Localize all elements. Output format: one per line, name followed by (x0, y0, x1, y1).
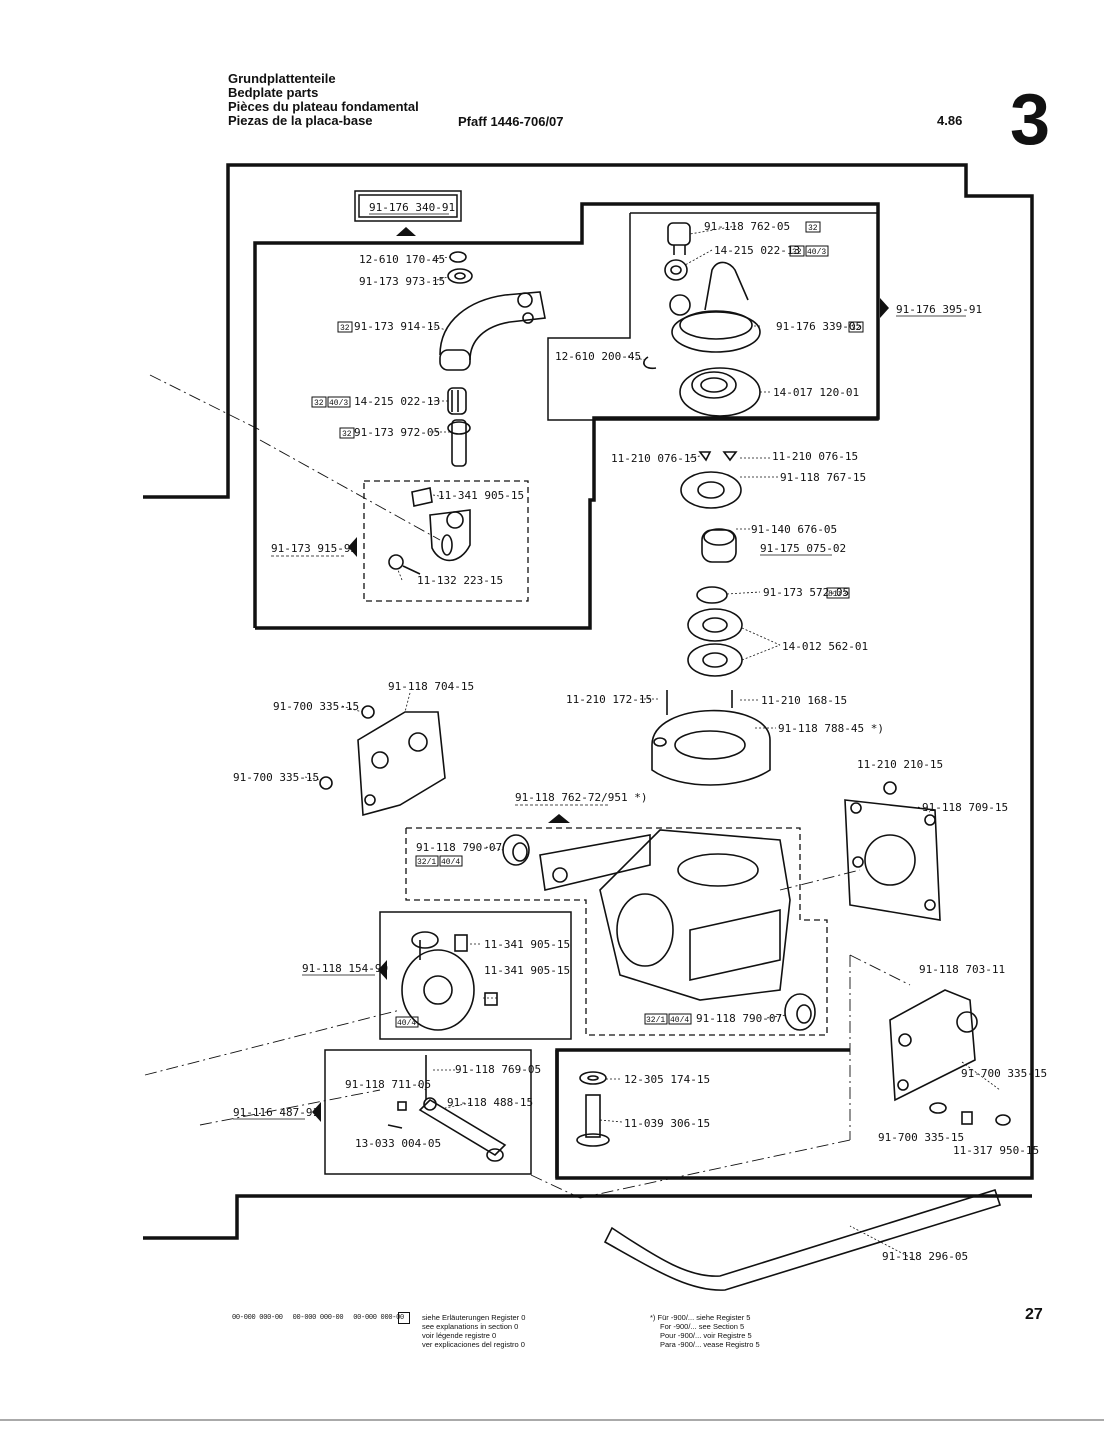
part-label: 91-118 762-72/951 *) (515, 791, 647, 804)
title-fr: Pièces du plateau fondamental (228, 99, 419, 114)
part-label: 91-118 704-15 (388, 680, 474, 693)
part-label: 12-305 174-15 (624, 1073, 710, 1086)
part-label: 11-341 905-15 (484, 938, 570, 951)
badge: 32 (792, 248, 802, 257)
part-label: 91-118 709-15 (922, 801, 1008, 814)
part-label: 14-215 022-13 (714, 244, 800, 257)
badge: 32 (314, 399, 324, 408)
part-label: 14-017 120-01 (773, 386, 859, 399)
part-label: 91-700 335-15 (878, 1131, 964, 1144)
badge: 40/4 (397, 1019, 416, 1028)
part-label: 91-118 790-07 (696, 1012, 782, 1025)
badge: 32 (342, 430, 352, 439)
badge: 32 (808, 224, 818, 233)
machine-model: Pfaff 1446-706/07 (458, 114, 564, 129)
centerlines (144, 374, 911, 1199)
footer-note-es: Para -900/... vease Registro 5 (660, 1340, 760, 1349)
part-label: 11-210 168-15 (761, 694, 847, 707)
badge: 40/4 (670, 1016, 689, 1025)
group-boxes (324, 190, 879, 1175)
part-label: 91-118 296-05 (882, 1250, 968, 1263)
badge: 32 (851, 324, 861, 333)
footer-code: 00-000 000-00 (292, 1314, 344, 1322)
part-label: 91-700 335-15 (233, 771, 319, 784)
part-label: 91-175 075-02 (760, 542, 846, 555)
part-label: 91-176 395-91 (896, 303, 982, 316)
part-label: 91-173 972-05 (354, 426, 440, 439)
part-label: 91-140 676-05 (751, 523, 837, 536)
part-label: 13-033 004-05 (355, 1137, 441, 1150)
register-badges: 32 32 40/3 32 32 32 40/3 32 81/3 32/1 40… (311, 221, 864, 1028)
legend-box-icon (398, 1312, 410, 1324)
badge: 32/1 (646, 1016, 665, 1025)
dashed-boxes (363, 480, 828, 1036)
badge: 40/3 (329, 399, 348, 408)
part-label: 11-317 950-15 (953, 1144, 1039, 1157)
part-label: 91-118 788-45 *) (778, 722, 884, 735)
part-labels: 91-176 340-91 12-610 170-45 91-173 973-1… (233, 201, 1047, 1263)
part-label: 91-118 769-05 (455, 1063, 541, 1076)
part-label: 91-118 790-07 (416, 841, 502, 854)
part-label: 91-118 703-11 (919, 963, 1005, 976)
part-label: 14-012 562-01 (782, 640, 868, 653)
part-label: 11-210 172-15 (566, 693, 652, 706)
part-label: 11-039 306-15 (624, 1117, 710, 1130)
title-es: Piezas de la placa-base (228, 113, 373, 128)
section-titles: Grundplattenteile Bedplate parts Pièces … (228, 72, 419, 128)
issue-date: 4.86 (937, 113, 963, 128)
part-label: 91-118 488-15 (447, 1096, 533, 1109)
part-label: 12-610 200-45 (555, 350, 641, 363)
page-number: 27 (1025, 1306, 1043, 1323)
title-en: Bedplate parts (228, 85, 319, 100)
footer-note-en: For -900/... see Section 5 (660, 1322, 745, 1331)
part-label: 91-173 572-05 (763, 586, 849, 599)
section-number: 3 (1010, 80, 1051, 160)
part-drawings (319, 222, 1011, 1291)
part-label: 91-118 767-15 (780, 471, 866, 484)
part-label: 11-341 905-15 (438, 489, 524, 502)
footer-codes: 00-000 000-00 00-000 000-00 00-000 000-0… (232, 1314, 410, 1322)
part-label: 11-210 210-15 (857, 758, 943, 771)
pointer-markers (312, 227, 889, 1122)
part-label: 91-118 762-05 (704, 220, 790, 233)
footer-explain: siehe Erläuterungen Register 0 see expla… (422, 1313, 525, 1349)
part-label: 91-116 487-91 (233, 1106, 319, 1119)
leader-lines (304, 225, 1001, 1261)
badge: 40/4 (441, 858, 460, 867)
part-label: 11-210 076-15 (611, 452, 697, 465)
part-label: 91-700 335-15 (273, 700, 359, 713)
footer-note-fr: Pour -900/... voir Registre 5 (660, 1331, 752, 1340)
part-label: 11-210 076-15 (772, 450, 858, 463)
footer-note: *) Für -900/... siehe Register 5 For -90… (650, 1313, 760, 1349)
footer-code: 00-000 000-00 (353, 1314, 404, 1322)
badge: 32 (340, 324, 350, 333)
part-label: 91-173 973-15 (359, 275, 445, 288)
part-label: 91-176 340-91 (369, 201, 455, 214)
badge: 81/3 (828, 590, 847, 599)
part-label: 91-176 339-05 (776, 320, 862, 333)
part-label: 91-118 711-05 (345, 1078, 431, 1091)
footer-explain-es: ver explicaciones del registro 0 (422, 1340, 525, 1349)
part-label: 14-215 022-13 (354, 395, 440, 408)
part-label: 91-173 914-15 (354, 320, 440, 333)
part-label: 11-132 223-15 (417, 574, 503, 587)
footer-note-de: *) Für -900/... siehe Register 5 (650, 1313, 751, 1322)
footer-code: 00-000 000-00 (232, 1314, 283, 1322)
part-label: 91-700 335-15 (961, 1067, 1047, 1080)
part-label: 12-610 170-45 (359, 253, 445, 266)
part-label: 11-341 905-15 (484, 964, 570, 977)
part-label: 91-173 915-92 (271, 542, 357, 555)
badge: 32/1 (417, 858, 436, 867)
title-de: Grundplattenteile (228, 71, 336, 86)
footer-explain-fr: voir légende registre 0 (422, 1331, 497, 1340)
part-label: 91-118 154-90 (302, 962, 388, 975)
badge: 40/3 (807, 248, 826, 257)
footer-explain-de: siehe Erläuterungen Register 0 (422, 1313, 526, 1322)
footer-explain-en: see explanations in section 0 (422, 1322, 519, 1331)
